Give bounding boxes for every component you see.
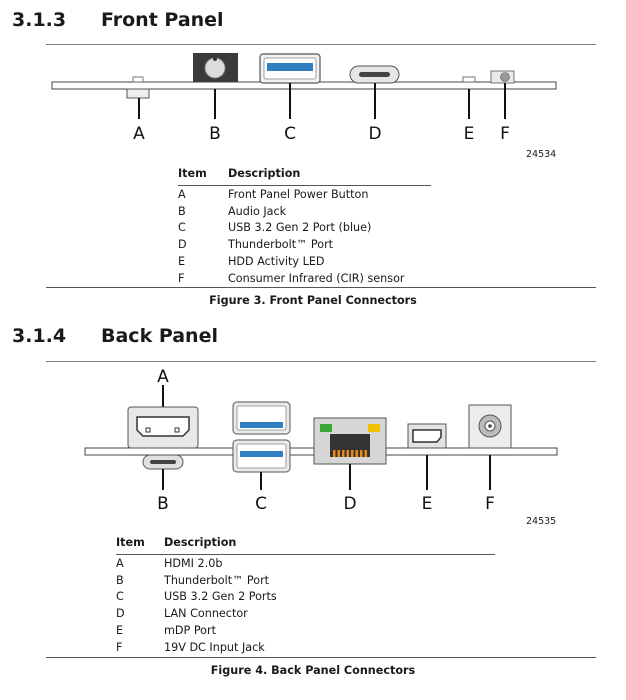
- column-header-item: Item: [116, 534, 164, 555]
- description-cell: Front Panel Power Button: [228, 187, 369, 201]
- item-cell: B: [178, 204, 186, 218]
- callout-e: E: [464, 124, 475, 144]
- thunderbolt-port-icon: [142, 454, 184, 470]
- description-cell: USB 3.2 Gen 2 Ports: [164, 590, 277, 604]
- callout-d: D: [368, 124, 381, 144]
- section-number: 3.1.4: [12, 325, 67, 347]
- description-cell: Thunderbolt™ Port: [164, 573, 270, 587]
- description-cell: Consumer Infrared (CIR) sensor: [228, 271, 405, 285]
- description-cell: Thunderbolt™ Port: [228, 238, 334, 252]
- mdp-port-icon: [407, 423, 447, 449]
- callout-e: E: [422, 494, 433, 514]
- figure-caption: Figure 3. Front Panel Connectors: [209, 294, 417, 307]
- item-cell: D: [116, 607, 125, 621]
- table-row: C USB 3.2 Gen 2 Ports: [116, 589, 495, 606]
- back-items-table: Item Description A HDMI 2.0b B Thunderbolt…: [116, 534, 495, 656]
- column-header-item: Item: [178, 165, 228, 186]
- table-row: D LAN Connector: [116, 605, 495, 622]
- art-number: 24534: [526, 149, 557, 160]
- section-title: Front Panel: [101, 9, 224, 31]
- callout-b: B: [157, 494, 169, 514]
- table-row: C USB 3.2 Gen 2 Port (blue): [178, 220, 431, 237]
- description-cell: HDD Activity LED: [228, 255, 325, 269]
- item-cell: A: [116, 556, 124, 570]
- usb-ports-icon: [232, 401, 291, 473]
- cir-sensor-icon: [490, 70, 515, 84]
- back-panel-diagram: A: [84, 367, 558, 514]
- description-cell: HDMI 2.0b: [164, 556, 223, 570]
- item-cell: F: [116, 640, 123, 654]
- description-cell: 19V DC Input Jack: [164, 640, 265, 654]
- table-row: F Consumer Infrared (CIR) sensor: [178, 270, 431, 287]
- table-row: F 19V DC Input Jack: [116, 639, 495, 656]
- description-cell: Audio Jack: [228, 204, 287, 218]
- item-cell: C: [178, 221, 186, 235]
- description-cell: mDP Port: [164, 624, 216, 638]
- hdd-led-icon: [462, 76, 476, 83]
- callout-c: C: [284, 124, 296, 144]
- table-row: A HDMI 2.0b: [116, 555, 495, 572]
- callout-b: B: [209, 124, 221, 144]
- art-number: 24535: [526, 516, 557, 527]
- callout-d: D: [343, 494, 356, 514]
- front-items-table: Item Description A Front Panel Power Butt…: [178, 165, 431, 287]
- item-cell: F: [178, 271, 185, 285]
- hdmi-port-icon: [127, 406, 199, 449]
- table-row: A Front Panel Power Button: [178, 186, 431, 203]
- description-cell: LAN Connector: [164, 607, 248, 621]
- section-number: 3.1.3: [12, 9, 67, 31]
- figure-rule: [46, 287, 596, 288]
- section-rule: [46, 44, 596, 45]
- callout-a: A: [133, 124, 145, 144]
- table-row: B Audio Jack: [178, 203, 431, 220]
- item-cell: E: [116, 624, 124, 638]
- callout-c: C: [255, 494, 267, 514]
- figure-caption: Figure 4. Back Panel Connectors: [210, 664, 416, 677]
- thunderbolt-port-icon: [349, 65, 400, 84]
- table-row: E HDD Activity LED: [178, 253, 431, 270]
- item-cell: B: [116, 573, 124, 587]
- section-rule: [46, 361, 596, 362]
- description-cell: USB 3.2 Gen 2 Port (blue): [228, 221, 372, 235]
- callout-f: F: [485, 494, 495, 514]
- front-panel-diagram: A B C D E F: [51, 53, 557, 144]
- dc-jack-icon: [468, 404, 512, 449]
- column-header-description: Description: [164, 534, 495, 555]
- item-cell: C: [116, 590, 124, 604]
- item-cell: A: [178, 187, 186, 201]
- audio-jack-icon: [193, 53, 238, 82]
- item-cell: E: [178, 255, 186, 269]
- column-header-description: Description: [228, 165, 431, 186]
- table-row: B Thunderbolt™ Port: [116, 572, 495, 589]
- section-title: Back Panel: [101, 325, 218, 347]
- callout-a: A: [157, 367, 169, 387]
- usb-port-icon: [259, 53, 321, 84]
- callout-f: F: [500, 124, 510, 144]
- figure-rule: [46, 657, 596, 658]
- item-cell: D: [178, 238, 187, 252]
- table-row: D Thunderbolt™ Port: [178, 236, 431, 253]
- lan-port-icon: [313, 417, 387, 465]
